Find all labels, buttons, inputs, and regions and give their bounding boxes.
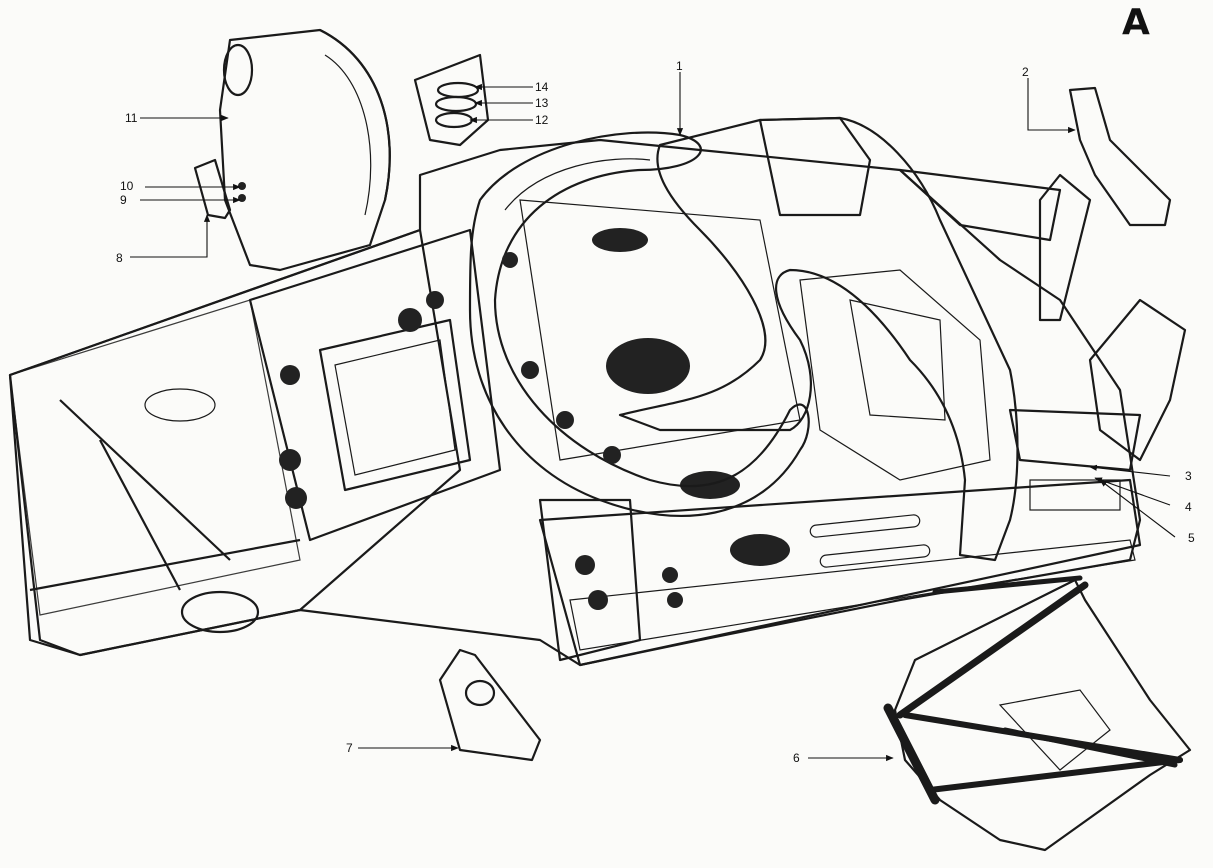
callout-13: 13 (535, 96, 549, 110)
chassis-tub (8, 116, 1187, 667)
front-hoop-frame (468, 131, 810, 517)
callout-3: 3 (1185, 469, 1192, 483)
callout-leaders (130, 72, 1176, 762)
callout-1: 1 (676, 59, 683, 73)
callout-11: 11 (125, 111, 138, 125)
front-nose-section (8, 228, 462, 657)
callout-2: 2 (1022, 65, 1029, 79)
callout-9: 9 (120, 193, 127, 207)
callout-14: 14 (535, 80, 549, 94)
part-2-rear-member (1068, 86, 1172, 227)
rear-bulkhead-panel (618, 116, 1019, 562)
callout-5: 5 (1188, 531, 1195, 545)
part-6-rear-frame (883, 575, 1192, 852)
plate-letter: A (1122, 2, 1150, 43)
callout-7: 7 (346, 741, 353, 755)
callout-10: 10 (120, 179, 134, 193)
callout-8: 8 (116, 251, 123, 265)
part-11-bell-housing (218, 28, 391, 272)
callout-12: 12 (535, 113, 549, 127)
callout-6: 6 (793, 751, 800, 765)
part-7-gusset-plate (438, 648, 542, 762)
right-sill-panel (538, 478, 1142, 667)
part-8-bracket (193, 158, 246, 220)
floor-opening (606, 338, 690, 394)
callout-4: 4 (1185, 500, 1192, 514)
part-12-mount-plate (413, 53, 490, 147)
